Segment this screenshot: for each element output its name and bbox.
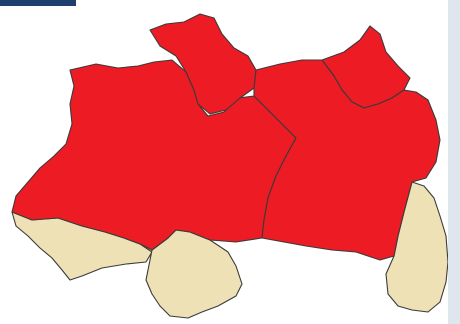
state-para[interactable] bbox=[253, 59, 441, 261]
map-frame-bar bbox=[0, 0, 76, 6]
map-edge-strip bbox=[448, 0, 460, 324]
